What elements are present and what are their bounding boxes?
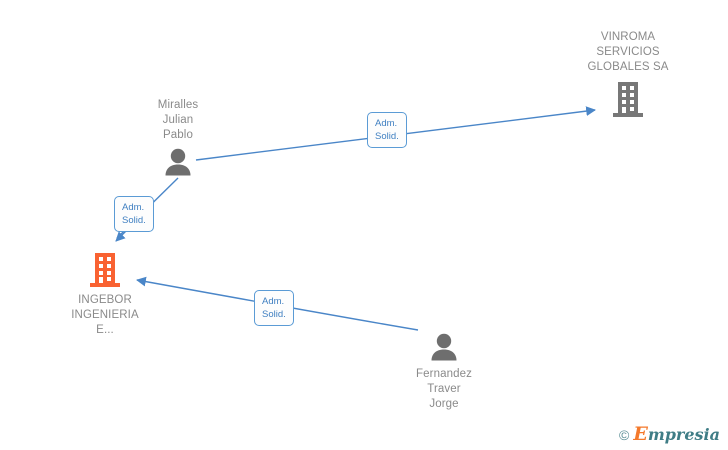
empresia-watermark: © Empresia <box>619 425 720 444</box>
brand-name: Empresia <box>633 425 720 444</box>
edge-fernandez-to-ingebor <box>136 276 419 331</box>
node-miralles[interactable]: Miralles Julian Pablo <box>98 98 258 176</box>
edge-label-miralles-to-ingebor[interactable]: Adm. Solid. <box>114 196 154 232</box>
node-miralles-label: Miralles Julian Pablo <box>157 99 199 141</box>
node-fernandez-label: Fernandez Traver Jorge <box>416 368 472 410</box>
node-vinroma[interactable]: VINROMA SERVICIOS GLOBALES SA <box>548 30 708 119</box>
node-vinroma-label: VINROMA SERVICIOS GLOBALES SA <box>587 31 669 73</box>
node-fernandez[interactable]: Fernandez Traver Jorge <box>364 333 524 412</box>
company-building-icon <box>611 81 645 119</box>
person-icon <box>429 333 459 361</box>
brand-initial: E <box>633 423 648 445</box>
brand-rest: mpresia <box>647 425 720 444</box>
person-icon <box>163 148 193 176</box>
node-ingebor[interactable]: INGEBOR INGENIERIA E... <box>25 252 185 338</box>
node-ingebor-label: INGEBOR INGENIERIA E... <box>71 294 139 336</box>
edge-label-miralles-to-vinroma[interactable]: Adm. Solid. <box>367 112 407 148</box>
company-building-icon-highlighted <box>89 252 121 288</box>
edge-label-fernandez-to-ingebor[interactable]: Adm. Solid. <box>254 290 294 326</box>
copyright-icon: © <box>619 426 630 443</box>
